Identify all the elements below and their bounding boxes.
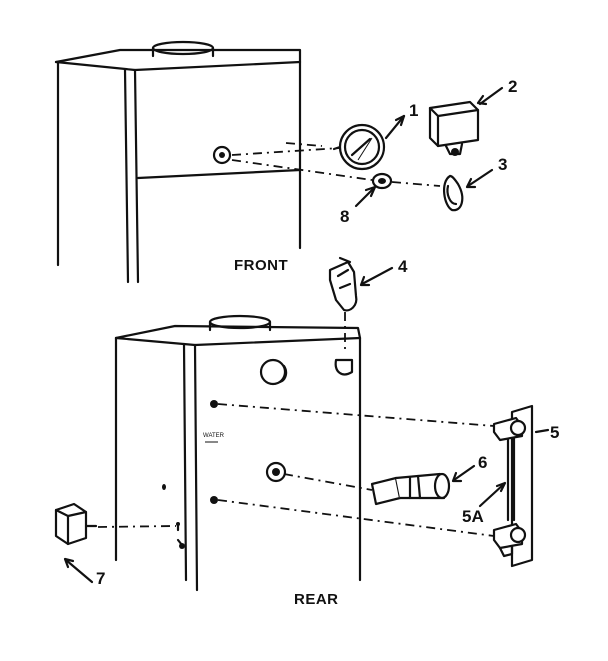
callout-arrow-2 <box>478 86 504 106</box>
rear-leader-transformer <box>97 525 177 528</box>
valve-part-6 <box>370 472 451 506</box>
callout-arrow-8 <box>354 186 376 208</box>
rear-port-upper <box>210 400 218 408</box>
fitting-8-part <box>371 172 393 190</box>
elbow-part-4 <box>328 256 358 312</box>
callout-arrow-6 <box>452 464 476 482</box>
front-leader-gauge <box>231 147 341 156</box>
callout-label-4: 4 <box>398 257 408 276</box>
pipe-assembly-part-5 <box>492 404 534 568</box>
callout-label-1: 1 <box>409 101 418 120</box>
front-leader-clip <box>391 181 441 187</box>
callout-arrow-3 <box>466 168 494 188</box>
callout-label-5: 5 <box>550 423 559 442</box>
rear-boiler-unit: WATER <box>114 314 362 592</box>
callout-arrow-5a <box>478 482 506 508</box>
callout-label-6: 6 <box>478 453 487 472</box>
callout-arrow-4 <box>360 266 394 286</box>
rear-port-lower <box>210 496 218 504</box>
clip-part <box>443 174 464 212</box>
pressure-gauge-part <box>332 123 386 171</box>
callout-arrow-1 <box>384 114 406 140</box>
control-box-part <box>428 100 480 156</box>
callout-label-2: 2 <box>508 77 517 96</box>
front-boiler-unit <box>54 40 302 284</box>
rear-leader-upper <box>217 403 495 427</box>
rear-panel-text: WATER <box>203 433 225 439</box>
rear-leader-lower <box>217 499 495 537</box>
rear-leader-valve <box>283 473 373 491</box>
transformer-part-7 <box>54 502 98 546</box>
callout-label-7: 7 <box>96 569 105 588</box>
front-leader-fitting <box>231 159 373 181</box>
callout-arrow-7 <box>64 558 94 584</box>
rear-caption: REAR <box>294 591 339 608</box>
front-caption: FRONT <box>234 257 288 274</box>
callout-label-8: 8 <box>340 207 349 226</box>
callout-label-5a: 5A <box>462 507 484 526</box>
callout-label-3: 3 <box>498 155 507 174</box>
callout-leader-5 <box>534 428 550 434</box>
